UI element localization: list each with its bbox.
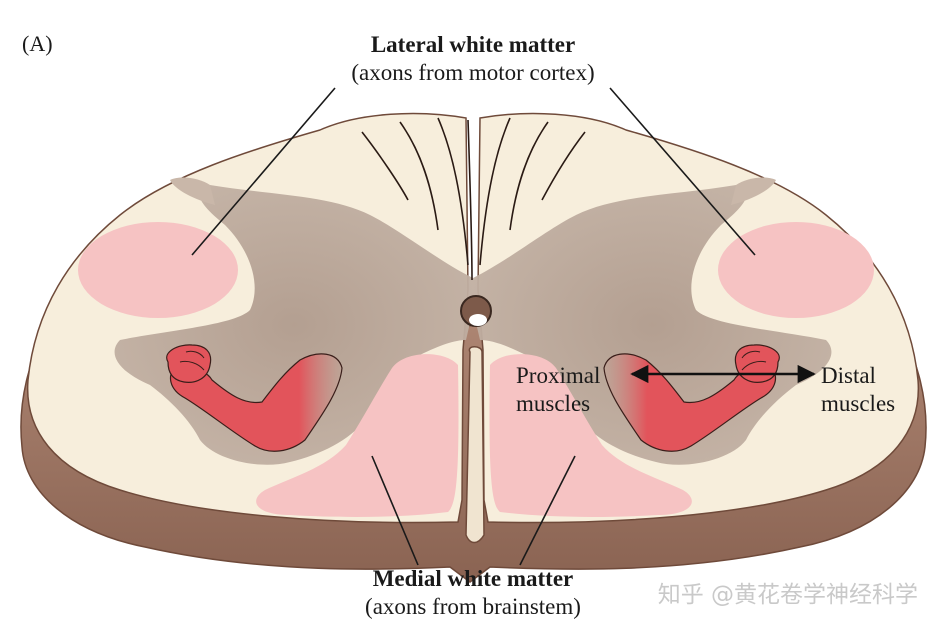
panel-label: (A) — [22, 31, 53, 56]
leader-line-medial-left — [371, 455, 419, 566]
central-canal — [460, 295, 492, 327]
medial-tracts — [256, 354, 692, 517]
leader-line-lateral-left — [191, 87, 336, 256]
leader-lines — [191, 87, 756, 566]
distal-label-line1: Distal — [821, 363, 876, 388]
dorsal-columns — [361, 117, 586, 281]
leader-line-medial-right — [519, 455, 576, 566]
proximal-label-line2: muscles — [516, 391, 590, 416]
proximal-label-line1: Proximal — [516, 363, 600, 388]
ventral-fissure — [465, 346, 485, 544]
medial-subtitle: (axons from brainstem) — [365, 594, 581, 619]
distal-label-line2: muscles — [821, 391, 895, 416]
watermark: 知乎 @黄花卷学神经科学 — [658, 582, 918, 608]
lateral-subtitle: (axons from motor cortex) — [351, 60, 594, 85]
left-arm-icon — [166, 344, 343, 452]
medial-title: Medial white matter — [373, 566, 574, 591]
lateral-tracts — [78, 222, 874, 318]
leader-line-lateral-right — [609, 87, 756, 256]
lateral-title: Lateral white matter — [371, 32, 575, 57]
